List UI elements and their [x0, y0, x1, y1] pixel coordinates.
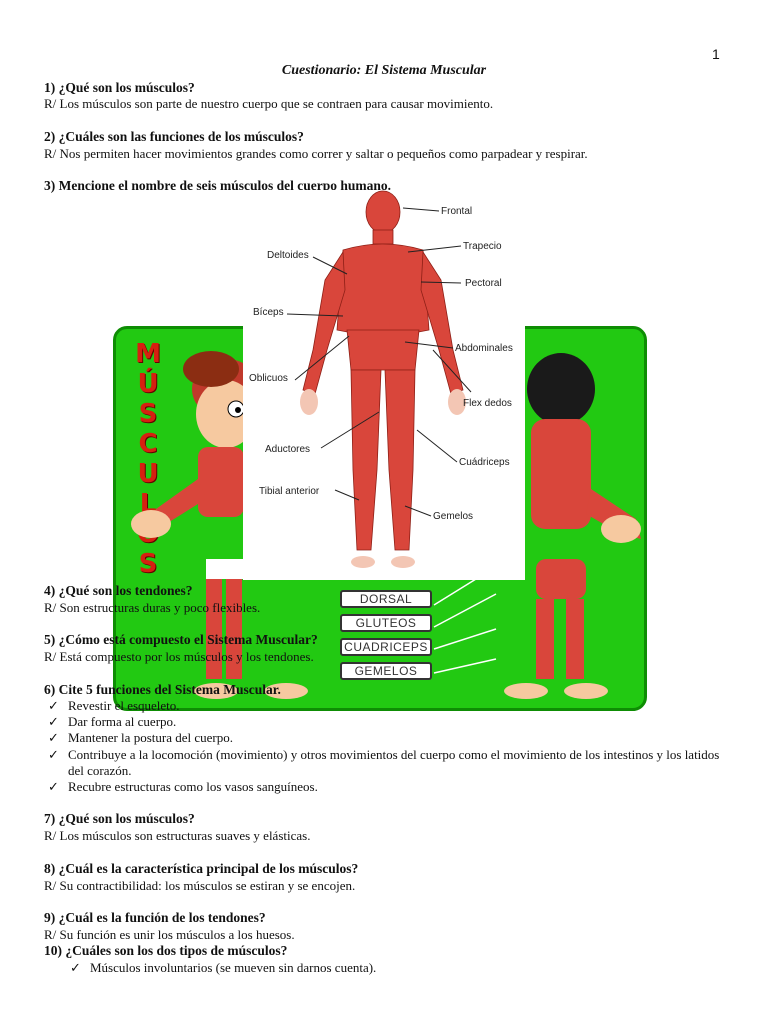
question-10: 10) ¿Cuáles son los dos tipos de músculo… [44, 943, 288, 958]
muscle-anatomy-diagram: Frontal Trapecio Deltoides Pectoral Bíce… [243, 190, 525, 580]
answer-1: R/ Los músculos son parte de nuestro cue… [44, 96, 494, 111]
label-frontal: Frontal [441, 206, 473, 217]
label-deltoides: Deltoides [267, 250, 309, 261]
poster-label-cuadriceps: CUADRICEPS [340, 638, 432, 656]
question-7: 7) ¿Qué son los músculos? [44, 811, 195, 826]
label-cuadriceps: Cuádriceps [459, 457, 510, 468]
poster-label-dorsal: DORSAL [340, 590, 432, 608]
label-flex-dedos: Flex dedos [463, 398, 512, 409]
label-abdominales: Abdominales [455, 343, 513, 354]
question-9: 9) ¿Cuál es la función de los tendones? [44, 910, 266, 925]
poster-label-gluteos: GLUTEOS [340, 614, 432, 632]
checkmark-icon: ✓ [70, 960, 81, 975]
question-2: 2) ¿Cuáles son las funciones de los músc… [44, 129, 304, 144]
checkmark-icon: ✓ [48, 747, 59, 762]
answer-4: R/ Son estructuras duras y poco flexible… [44, 600, 261, 615]
answer-9: R/ Su función es unir los músculos a los… [44, 927, 295, 942]
label-aductores: Aductores [265, 444, 311, 455]
poster-label-gemelos: GEMELOS [340, 662, 432, 680]
question-5: 5) ¿Cómo está compuesto el Sistema Muscu… [44, 632, 318, 647]
label-oblicuos: Oblicuos [249, 373, 288, 384]
label-gemelos: Gemelos [433, 511, 474, 522]
question-8: 8) ¿Cuál es la característica principal … [44, 861, 359, 876]
question-4: 4) ¿Qué son los tendones? [44, 583, 193, 598]
answer-8: R/ Su contractibilidad: los músculos se … [44, 878, 356, 893]
label-tibial-anterior: Tibial anterior [259, 486, 320, 497]
question-3: 3) Mencione el nombre de seis músculos d… [44, 178, 391, 193]
list-item: ✓Contribuye a la locomoción (movimiento)… [48, 747, 720, 778]
answer-2: R/ Nos permiten hacer movimientos grande… [44, 146, 588, 161]
checkmark-icon: ✓ [48, 779, 59, 794]
label-pectoral: Pectoral [465, 278, 502, 289]
page-title: Cuestionario: El Sistema Muscular [281, 63, 487, 78]
label-trapecio: Trapecio [463, 241, 502, 252]
checkmark-icon: ✓ [48, 730, 59, 745]
cartoon-figures [131, 351, 641, 699]
answer-7: R/ Los músculos son estructuras suaves y… [44, 828, 311, 843]
page-number: 1 [712, 46, 720, 62]
checkmark-icon: ✓ [48, 698, 59, 713]
question-6: 6) Cite 5 funciones del Sistema Muscular… [44, 682, 281, 697]
checkmark-icon: ✓ [48, 714, 59, 729]
label-biceps: Bíceps [253, 307, 284, 318]
anatomy-body [286, 190, 472, 568]
question-1: 1) ¿Qué son los músculos? [44, 80, 195, 95]
answer-5: R/ Está compuesto por los músculos y los… [44, 649, 314, 664]
